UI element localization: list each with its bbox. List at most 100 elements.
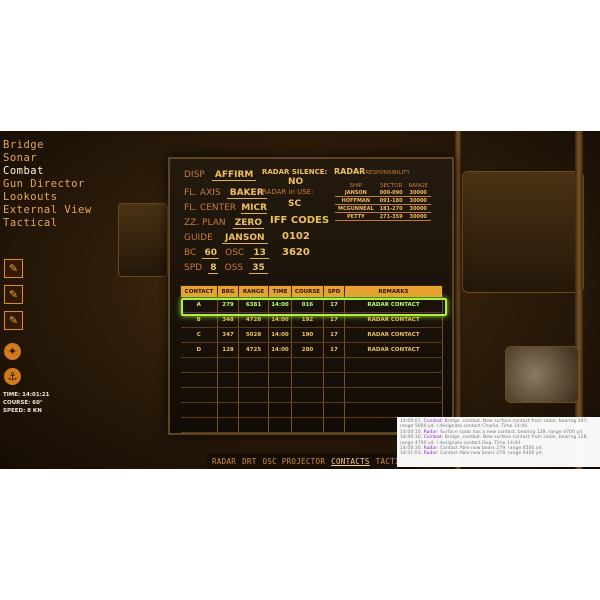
- contact-spd: 17: [323, 297, 345, 313]
- empty-row: [180, 357, 443, 373]
- contact-row-c[interactable]: C 347 5028 14:00 190 17 RADAR CONTACT: [180, 327, 443, 343]
- contacts-header: BRG: [217, 285, 239, 298]
- contact-brg: 347: [217, 327, 239, 343]
- contact-brg: 348: [217, 312, 239, 328]
- log-message: Contact Able now bears 279, range 6400 y…: [440, 451, 543, 457]
- log-time: 14:00:30,: [400, 446, 423, 452]
- menu-item-external-view[interactable]: External View: [3, 204, 92, 216]
- resp-sector: 091-180: [376, 196, 406, 205]
- empty-row: [180, 387, 443, 403]
- bulkhead-panel-right: [462, 171, 584, 293]
- contact-brg: 128: [217, 342, 239, 358]
- log-message: Surface radar has a new contact, bearing…: [440, 429, 584, 435]
- empty-row: [180, 372, 443, 388]
- resp-sector: 181-270: [376, 204, 406, 213]
- clipboard-icon[interactable]: ✎: [4, 259, 23, 278]
- log-time: 14:00:07,: [400, 419, 423, 424]
- contact-course: 016: [291, 297, 324, 313]
- radar-silence-label: RADAR SILENCE:: [262, 168, 328, 176]
- log-entry: 14:00:07, Combat: Bridge, combat. New su…: [400, 419, 597, 430]
- radar-label: RADAR: [334, 167, 366, 176]
- osc-label: OSC: [225, 248, 245, 258]
- crosshair-icon[interactable]: ✦: [4, 343, 21, 360]
- disp-label: DISP: [184, 170, 205, 180]
- resp-sector: 000-090: [376, 189, 406, 197]
- speed-readout: SPEED: 8 KN: [3, 408, 42, 414]
- empty-row: [180, 402, 443, 418]
- log-sender: Combat:: [423, 435, 444, 441]
- contacts-header: TIME: [268, 285, 292, 298]
- contact-row-b[interactable]: B 348 4728 14:00 192 17 RADAR CONTACT: [180, 312, 443, 328]
- contact-time: 14:00: [268, 327, 292, 343]
- contact-remarks: RADAR CONTACT: [344, 342, 443, 358]
- log-message: Bridge, combat. New surface contact from…: [400, 435, 588, 446]
- menu-item-combat[interactable]: Combat: [3, 165, 44, 177]
- station-menu: Bridge Sonar Combat Gun Director Lookout…: [3, 139, 92, 230]
- bc-value: 60: [202, 248, 219, 259]
- log-entry: 14:00:10, Radar: Surface radar has a new…: [400, 430, 597, 435]
- pipe: [575, 131, 583, 469]
- contact-brg: 279: [217, 297, 239, 313]
- tab-drt[interactable]: DRT: [242, 456, 257, 466]
- resp-row: JANSON 000-090 30000: [335, 189, 431, 197]
- spd-value: 8: [208, 263, 219, 274]
- menu-item-sonar[interactable]: Sonar: [3, 152, 38, 164]
- menu-item-lookouts[interactable]: Lookouts: [3, 191, 58, 203]
- log-entry: 14:00:10, Combat: Bridge, combat. New su…: [400, 435, 597, 446]
- osc-value: 13: [250, 248, 269, 259]
- menu-item-bridge[interactable]: Bridge: [3, 139, 44, 151]
- resp-ship: PETTY: [335, 212, 377, 221]
- clipboard-icon[interactable]: ✎: [4, 311, 23, 330]
- oss-value: 35: [249, 263, 268, 274]
- ship-icon[interactable]: ⚓: [4, 368, 21, 385]
- log-message: Contact Able now bears 279, range 6500 y…: [440, 446, 543, 452]
- menu-item-tactical[interactable]: Tactical: [3, 217, 58, 229]
- guide-value: JANSON: [221, 233, 268, 244]
- resp-range: 30000: [405, 196, 431, 205]
- resp-ship: JANSON: [335, 189, 377, 197]
- contact-spd: 17: [323, 312, 345, 328]
- flaxis-row: FL. AXIS BAKER: [184, 188, 267, 199]
- pipe: [455, 131, 461, 469]
- log-time: 14:00:10,: [400, 429, 423, 435]
- contact-range: 4728: [238, 312, 269, 328]
- plot-tabs: RADAR DRT OSC PROJECTOR CONTACTS TACTICA…: [207, 453, 420, 469]
- clipboard-icon[interactable]: ✎: [4, 285, 23, 304]
- iff-code-1: 0102: [282, 231, 310, 242]
- contact-row-d[interactable]: D 128 4725 14:00 280 17 RADAR CONTACT: [180, 342, 443, 358]
- radar-silence-value: NO: [288, 177, 304, 187]
- contact-row-a[interactable]: A 279 6381 14:00 016 17 RADAR CONTACT: [180, 297, 443, 313]
- message-log[interactable]: 14:00:07, Combat: Bridge, combat. New su…: [397, 417, 600, 467]
- contact-id: C: [180, 327, 218, 343]
- tab-radar[interactable]: RADAR: [212, 456, 237, 466]
- guide-row: GUIDE JANSON: [184, 233, 268, 244]
- menu-item-gun-director[interactable]: Gun Director: [3, 178, 85, 190]
- radar-responsibility-title: RADARRESPONSIBILITY: [334, 167, 410, 176]
- resp-sector: 271-359: [376, 212, 406, 221]
- log-message: Bridge, combat. New surface contact from…: [400, 419, 588, 430]
- resp-row: MCGUNNEAL 181-270 30000: [335, 204, 431, 213]
- oss-label: OSS: [224, 263, 244, 273]
- resp-header-row: SHIP SECTOR RANGE: [335, 183, 431, 189]
- contact-course: 190: [291, 327, 324, 343]
- spd-label: SPD: [184, 263, 203, 273]
- flcenter-label: FL. CENTER: [184, 203, 237, 213]
- bulkhead-panel-left: [118, 203, 168, 277]
- resp-range: 30000: [405, 189, 431, 197]
- tab-contacts[interactable]: CONTACTS: [331, 456, 370, 466]
- contact-course: 280: [291, 342, 324, 358]
- tab-osc-projector[interactable]: OSC PROJECTOR: [262, 456, 326, 466]
- resp-ship: MCGUNNEAL: [335, 204, 377, 213]
- bc-osc-row: BC 60 OSC 13: [184, 248, 269, 259]
- contacts-header: RANGE: [238, 285, 269, 298]
- contact-remarks: RADAR CONTACT: [344, 327, 443, 343]
- flcenter-value: MICR: [241, 203, 268, 214]
- tab-tactical[interactable]: TACTICAL: [375, 456, 415, 466]
- radar-responsibility-table: SHIP SECTOR RANGE JANSON 000-090 30000 H…: [335, 183, 431, 221]
- zzplan-value: ZERO: [232, 218, 264, 229]
- time-readout: TIME: 14:01:21: [3, 392, 50, 398]
- contact-time: 14:00: [268, 342, 292, 358]
- log-entry: 14:00:30, Radar: Contact Able now bears …: [400, 446, 597, 451]
- disp-row: DISP AFFIRM: [184, 170, 257, 181]
- spd-oss-row: SPD 8 OSS 35: [184, 263, 268, 274]
